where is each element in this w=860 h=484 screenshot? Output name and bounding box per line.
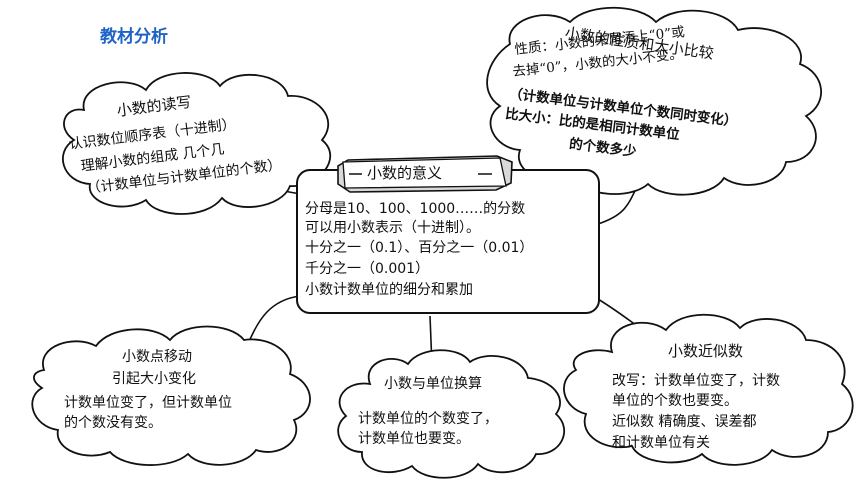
center-line: 千分之一（0.001） (305, 261, 430, 277)
connector-point-move (247, 295, 301, 345)
cloud-approx (563, 313, 854, 466)
center-title-banner (337, 155, 513, 193)
center-line: 可以用小数表示（十进制）。 (305, 220, 480, 236)
approx-line: 近似数 精确度、误差都 (612, 414, 757, 430)
approx-line: 改写：计数单位变了，计数 (612, 373, 780, 389)
unit-convert-line: 计数单位的个数变了， (358, 411, 498, 427)
point-move-line: 计数单位变了，但计数单位 (64, 395, 232, 411)
approx-title: 小数近似数 (668, 342, 744, 360)
center-title: 小数的意义 (367, 164, 443, 182)
approx-line: 和计数单位有关 (612, 435, 710, 451)
approx-line: 单位的个数也要变。 (612, 393, 738, 409)
point-move-title: 引起大小变化 (112, 371, 196, 387)
center-line: 小数计数单位的细分和累加 (305, 282, 473, 298)
center-line: 分母是10、100、1000……的分数 (305, 201, 526, 217)
cloud-read-write (62, 72, 331, 215)
unit-convert-title: 小数与单位换算 (384, 376, 482, 392)
center-line: 十分之一（0.1）、百分之一（0.01） (305, 240, 534, 256)
cloud-unit-convert (337, 349, 566, 479)
unit-convert-line: 计数单位也要变。 (358, 431, 470, 447)
page-title: 教材分析 (100, 27, 168, 47)
point-move-line: 的个数没有变。 (64, 415, 162, 431)
cloud-point-move (31, 325, 311, 466)
point-move-title: 小数点移动 (122, 349, 192, 365)
cloud-properties (486, 6, 822, 196)
